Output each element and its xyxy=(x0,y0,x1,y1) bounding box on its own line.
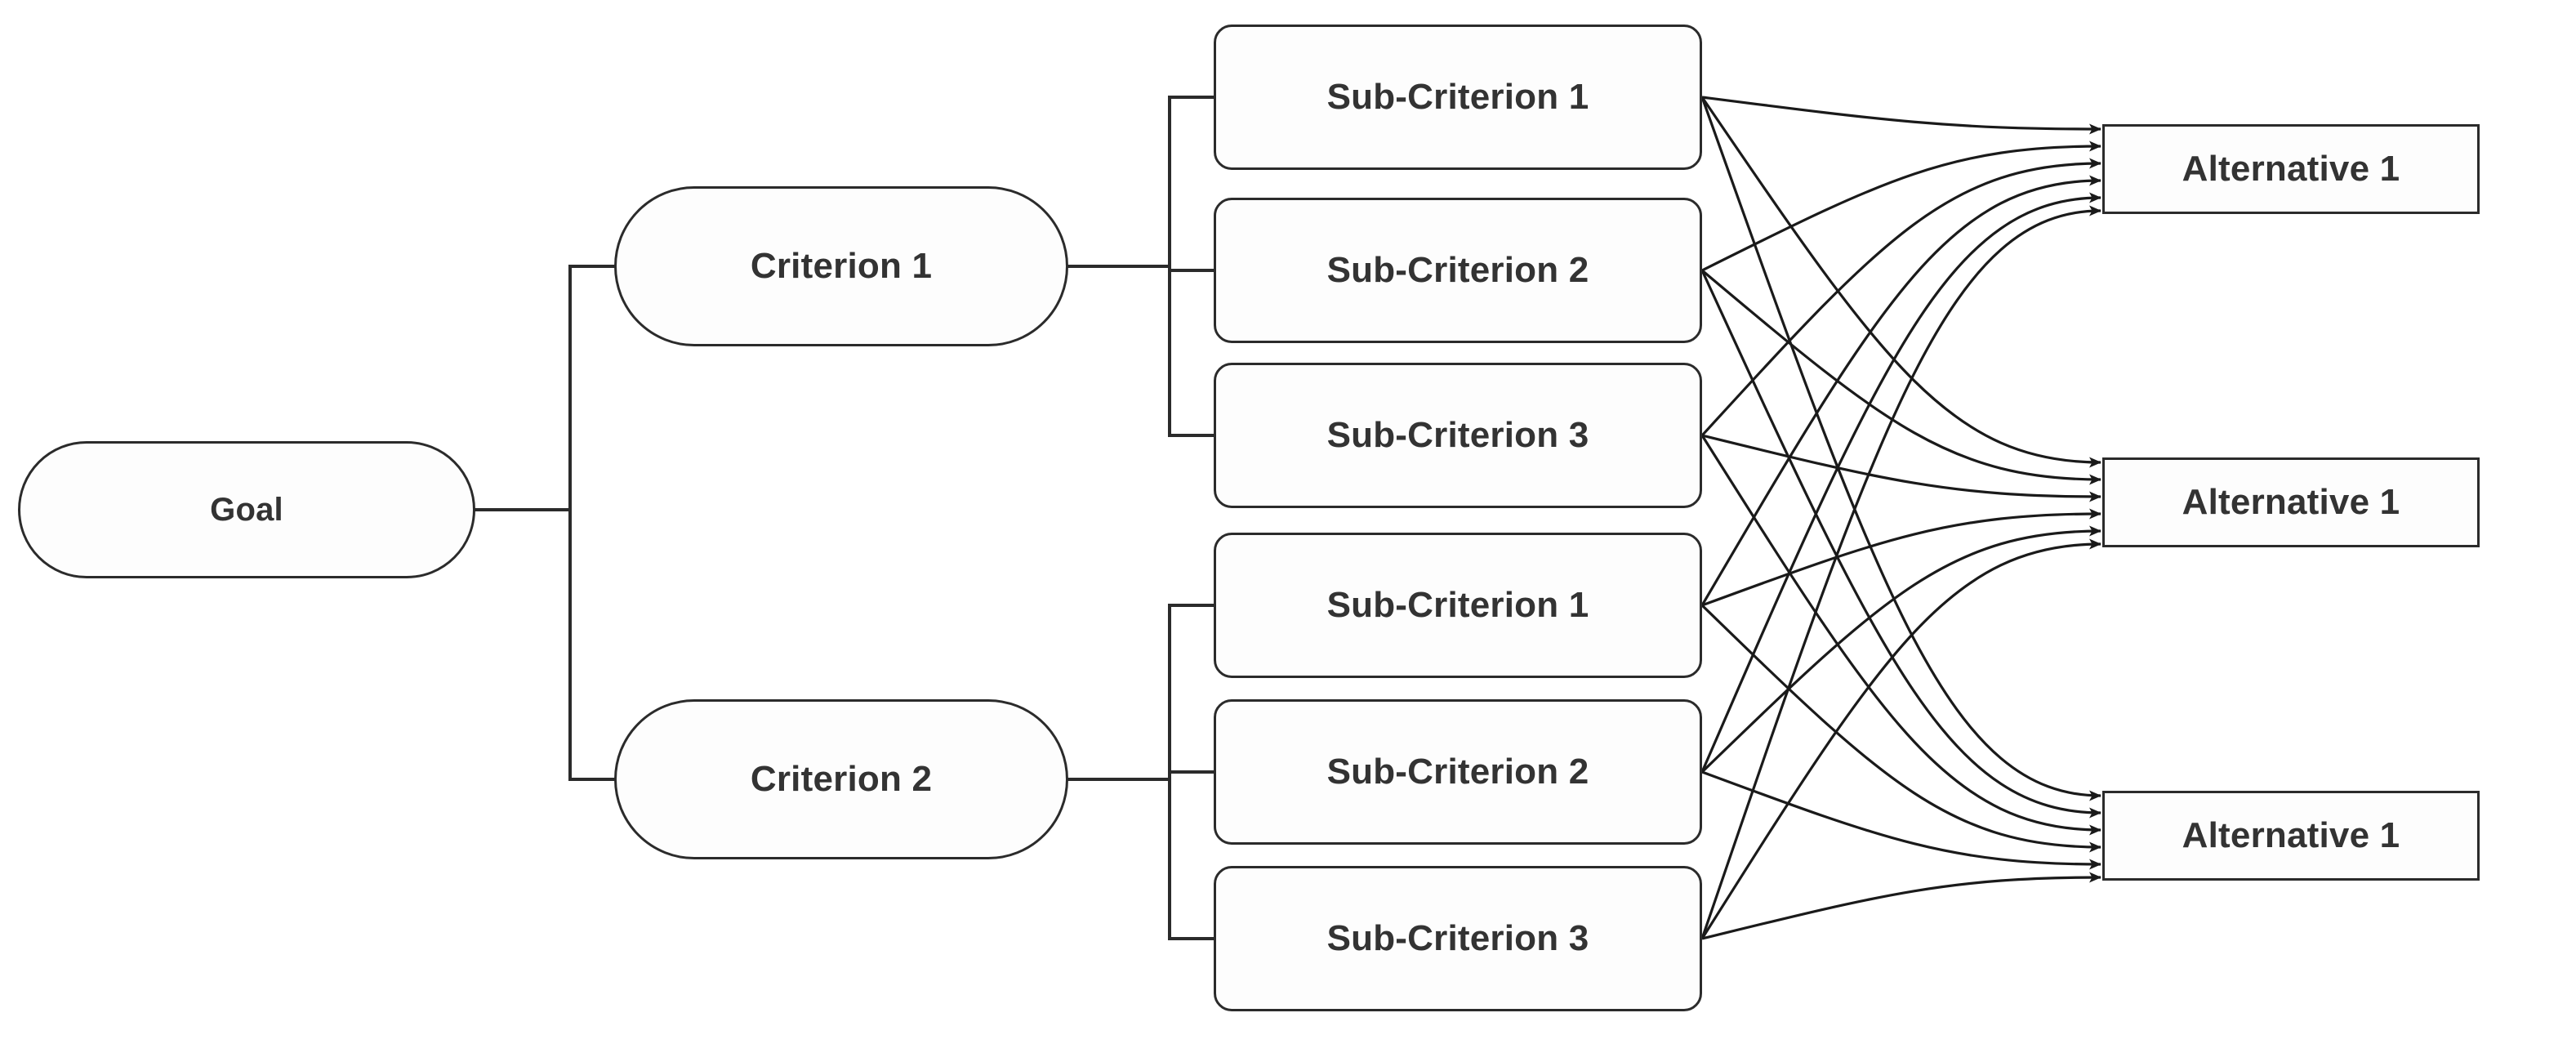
subcriteria-to-alternatives-edges xyxy=(1700,96,2101,940)
node-sub-2-2[interactable]: Sub-Criterion 2 xyxy=(1214,699,1702,845)
node-sub-1-2-label: Sub-Criterion 2 xyxy=(1326,249,1589,290)
node-goal[interactable]: Goal xyxy=(18,441,475,578)
node-alternative-1-label: Alternative 1 xyxy=(2182,148,2400,189)
node-sub-1-2[interactable]: Sub-Criterion 2 xyxy=(1214,198,1702,343)
node-alternative-3-label: Alternative 1 xyxy=(2182,814,2400,855)
node-sub-1-1[interactable]: Sub-Criterion 1 xyxy=(1214,25,1702,170)
node-alternative-2[interactable]: Alternative 1 xyxy=(2102,457,2480,547)
node-goal-label: Goal xyxy=(210,492,283,528)
node-sub-2-1[interactable]: Sub-Criterion 1 xyxy=(1214,533,1702,678)
node-sub-1-1-label: Sub-Criterion 1 xyxy=(1326,76,1589,117)
node-sub-2-2-label: Sub-Criterion 2 xyxy=(1326,751,1589,792)
node-alternative-1[interactable]: Alternative 1 xyxy=(2102,124,2480,214)
node-alternative-2-label: Alternative 1 xyxy=(2182,481,2400,522)
node-criterion-2[interactable]: Criterion 2 xyxy=(614,699,1068,859)
node-alternative-3[interactable]: Alternative 1 xyxy=(2102,791,2480,881)
node-sub-1-3-label: Sub-Criterion 3 xyxy=(1326,414,1589,455)
node-criterion-1[interactable]: Criterion 1 xyxy=(614,186,1068,346)
node-sub-2-3[interactable]: Sub-Criterion 3 xyxy=(1214,866,1702,1011)
node-sub-2-1-label: Sub-Criterion 1 xyxy=(1326,584,1589,625)
node-sub-2-3-label: Sub-Criterion 3 xyxy=(1326,917,1589,958)
node-sub-1-3[interactable]: Sub-Criterion 3 xyxy=(1214,363,1702,508)
node-criterion-1-label: Criterion 1 xyxy=(750,245,933,286)
node-criterion-2-label: Criterion 2 xyxy=(750,758,933,799)
